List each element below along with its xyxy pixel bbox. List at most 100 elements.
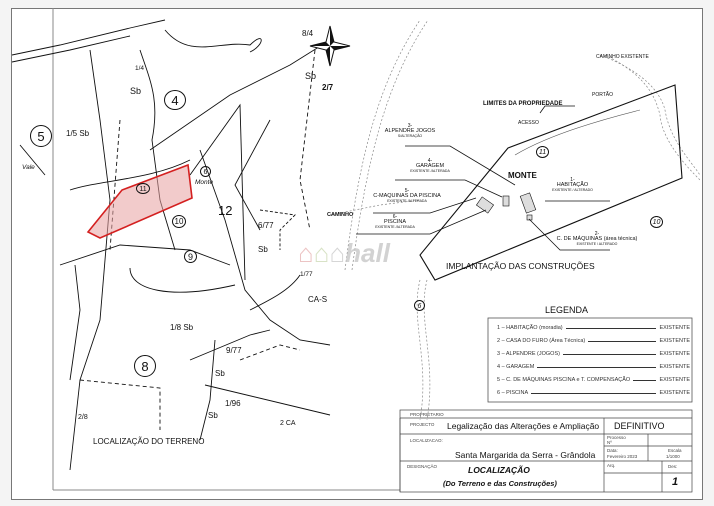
parcel-11: 11 — [136, 183, 150, 194]
map-label: 2/8 — [78, 414, 88, 421]
legend-row: 6 – PISCINA EXISTENTE — [497, 390, 690, 396]
legend-row: 3 – ALPENDRE (JOGOS) EXISTENTE — [497, 351, 690, 357]
legend-row: 5 – C. DE MÁQUINAS PISCINA e T. COMPENSA… — [497, 377, 690, 383]
callout-status: EXISTENTE /ALTERADA — [375, 224, 415, 229]
projecto-label: PROJECTO — [410, 422, 435, 427]
map-label: 8/4 — [302, 29, 314, 38]
callout-name: C-MAQUINAS DA PISCINA — [373, 193, 441, 199]
callout-status: S/ALTERAÇÃO — [397, 133, 423, 138]
legend-row: 2 – CASA DO FURO (Área Técnica) EXISTENTE — [497, 338, 690, 344]
map-label: Sb — [130, 86, 142, 96]
label-caminho: CAMINHO — [327, 212, 354, 218]
data-value: Fevereiro 2023 — [607, 454, 638, 459]
callout-name: GARAGEM — [415, 163, 445, 169]
map-label: 2/7 — [322, 83, 334, 92]
map-label: Sb — [305, 71, 317, 81]
proprietario-label: PROPRIETARIO — [410, 412, 444, 417]
callout-number: 1- — [570, 177, 575, 183]
parcel-5: 5 — [30, 125, 52, 147]
map-label: Vale — [22, 164, 35, 171]
parcel-4: 4 — [164, 90, 186, 110]
callout-name: PISCINA — [383, 219, 406, 225]
label-limites: LIMITES DA PROPRIEDADE — [483, 101, 563, 107]
des-value: 1 — [672, 476, 679, 488]
label-monte: MONTE — [508, 171, 537, 180]
legend-row: 4 – GARAGEM EXISTENTE — [497, 364, 690, 370]
escala-value: 1/1000 — [666, 454, 680, 459]
callout-leaders — [356, 105, 610, 251]
legend-status: EXISTENTE — [659, 338, 690, 344]
map-label: 1/77 — [300, 271, 313, 278]
legend-label: 3 – ALPENDRE (JOGOS) — [497, 351, 560, 357]
fase-value: DEFINITIVO — [614, 421, 665, 431]
left-map-title: LOCALIZAÇÃO DO TERRENO — [93, 437, 205, 446]
callout-name: C. DE MÁQUINAS (área técnica) — [556, 236, 638, 242]
callout-status: EXISTENTE / ALTERADO — [552, 187, 593, 192]
map-label: 1/8 Sb — [170, 323, 194, 332]
projecto-value: Legalização das Alterações e Ampliação — [447, 421, 600, 431]
localizacao-label: LOCALIZACAO: — [410, 438, 443, 443]
escala-label: Escala — [668, 448, 682, 453]
label-acesso: ACESSO — [518, 120, 539, 126]
map-label: CA-S — [308, 295, 328, 304]
arq-label: Arq. — [607, 463, 616, 468]
callout-habitacao: 1- HABITAÇÃO EXISTENTE / ALTERADO — [540, 178, 605, 192]
parcel-10: 10 — [172, 215, 186, 228]
map-label: Sb — [208, 411, 218, 420]
designacao-line-1: LOCALIZAÇÃO — [468, 465, 530, 475]
buildings — [475, 192, 537, 221]
legend-status: EXISTENTE — [659, 390, 690, 396]
label-portao: PORTÃO — [592, 92, 614, 98]
callout-name: ALPENDRE JOGOS — [384, 128, 436, 134]
cadastral-lines — [11, 19, 331, 471]
plan-property-boundary — [419, 84, 683, 281]
title-block-grid — [399, 409, 693, 493]
map-label: 1/96 — [225, 399, 241, 408]
map-label: 1/5 Sb — [66, 129, 90, 138]
callout-number: 3- — [407, 123, 413, 129]
legend-row: 1 – HABITAÇÃO (moradia)EXISTENTE — [497, 325, 690, 331]
parcel-8: 8 — [134, 355, 156, 377]
callout-number: 6- — [392, 214, 398, 220]
legend-title: LEGENDA — [545, 305, 589, 315]
legend-status: EXISTENTE — [659, 351, 690, 357]
property-outline — [86, 163, 193, 239]
legend-label: 2 – CASA DO FURO (Área Técnica) — [497, 338, 586, 344]
legend-box — [487, 317, 693, 403]
parcel-12: 12 — [218, 203, 233, 218]
parcel-9: 9 — [184, 250, 197, 263]
designacao-line-2: (Do Terreno e das Construções) — [443, 479, 557, 488]
existing-roads — [329, 19, 701, 421]
map-label: 1/4 — [135, 65, 145, 72]
map-label: Monte — [195, 179, 214, 186]
callout-piscina: 6- PISCINA EXISTENTE /ALTERADA — [360, 215, 430, 229]
map-label: 9/77 — [226, 346, 242, 355]
legend-status: EXISTENTE — [659, 364, 690, 370]
map-label: 6/77 — [258, 221, 274, 230]
watermark-text: hall — [345, 238, 390, 268]
callout-garagem: 4- GARAGEM EXISTENTE /ALTERADA — [395, 159, 465, 173]
callout-number: 2- — [594, 231, 600, 237]
legend-label: 4 – GARAGEM — [497, 364, 535, 370]
des-label: Des: — [668, 464, 678, 469]
callout-c-maquinas-piscina: 5- C-MAQUINAS DA PISCINA EXISTENTE /ALTE… — [367, 189, 447, 203]
callout-status: EXISTENTE /ALTERADA — [410, 168, 450, 173]
callout-alpendre: 3- ALPENDRE JOGOS S/ALTERAÇÃO — [375, 124, 445, 138]
callout-status: EXISTENTE /ALTERADA — [387, 198, 427, 203]
plan-parcel-11: 11 — [536, 146, 549, 158]
map-label: Sb — [258, 245, 268, 254]
legend-label: 1 – HABITAÇÃO (moradia) — [497, 325, 563, 331]
label-caminho-existente: CAMINHO EXISTENTE — [596, 54, 649, 60]
designacao-label: DESIGNAÇÃO — [407, 464, 438, 469]
parcel-6: 6 — [200, 166, 211, 177]
callout-c-maquinas: 2- C. DE MÁQUINAS (área técnica) EXISTEN… — [552, 232, 642, 246]
map-label: 2 CA — [280, 420, 296, 427]
legend-status: EXISTENTE — [659, 377, 690, 383]
legend-label: 6 – PISCINA — [497, 390, 529, 396]
legend-label: 5 – C. DE MÁQUINAS PISCINA e T. COMPENSA… — [497, 377, 631, 383]
north-arrow-icon — [309, 25, 351, 67]
map-label: Sb — [215, 369, 225, 378]
callout-number: 5- — [404, 188, 410, 194]
